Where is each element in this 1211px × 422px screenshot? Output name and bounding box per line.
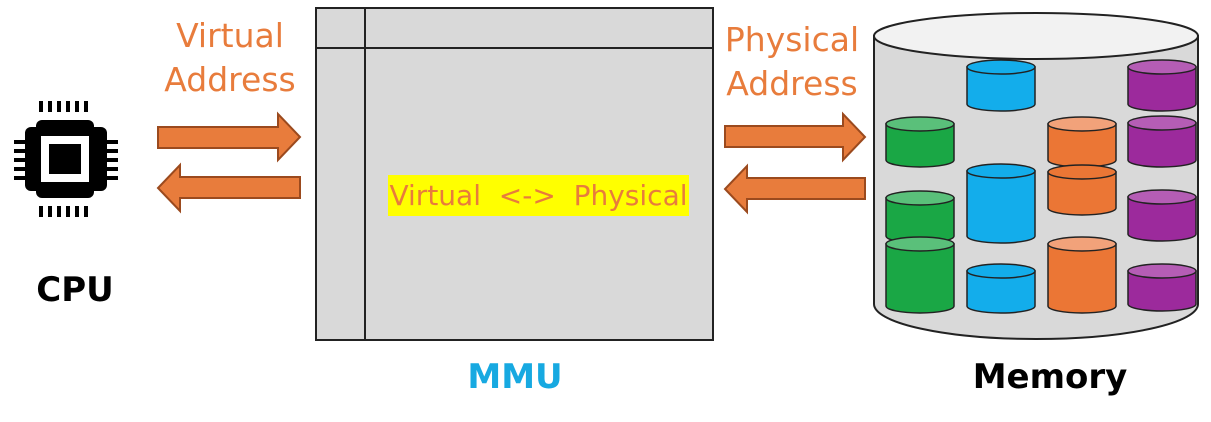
memory-block [885, 116, 955, 168]
cpu-label: CPU [36, 270, 114, 310]
memory-block [1047, 116, 1117, 168]
memory-to-mmu-arrow [723, 163, 866, 215]
mmu-to-cpu-arrow [156, 162, 301, 214]
memory-block [966, 163, 1036, 244]
memory-label: Memory [972, 357, 1128, 397]
memory-block [1127, 263, 1197, 312]
memory-block [966, 59, 1036, 112]
virtual-address-line2: Address [164, 60, 296, 99]
cpu-to-mmu-arrow [157, 111, 302, 163]
physical-address-label: Physical Address [712, 18, 872, 106]
memory-block [885, 236, 955, 314]
mmu-label: MMU [467, 357, 563, 397]
virtual-address-line1: Virtual [176, 16, 284, 55]
mmu-table [315, 7, 714, 341]
mmu-to-memory-arrow [724, 111, 867, 163]
virtual-address-label: Virtual Address [150, 14, 310, 102]
memory-block [1127, 59, 1197, 112]
memory-block [885, 190, 955, 244]
memory-block [1047, 236, 1117, 314]
database-cylinder-icon [873, 12, 1199, 340]
memory-block [1047, 164, 1117, 216]
physical-address-line2: Address [726, 64, 858, 103]
memory-block [966, 263, 1036, 314]
cpu-chip-icon [14, 101, 118, 217]
mapping-text: Virtual <-> Physical [389, 179, 688, 212]
mapping-highlight [388, 175, 689, 216]
memory-block [1127, 115, 1197, 168]
memory-block [1127, 189, 1197, 242]
memory-blocks [885, 59, 1197, 314]
physical-address-line1: Physical [724, 20, 860, 59]
